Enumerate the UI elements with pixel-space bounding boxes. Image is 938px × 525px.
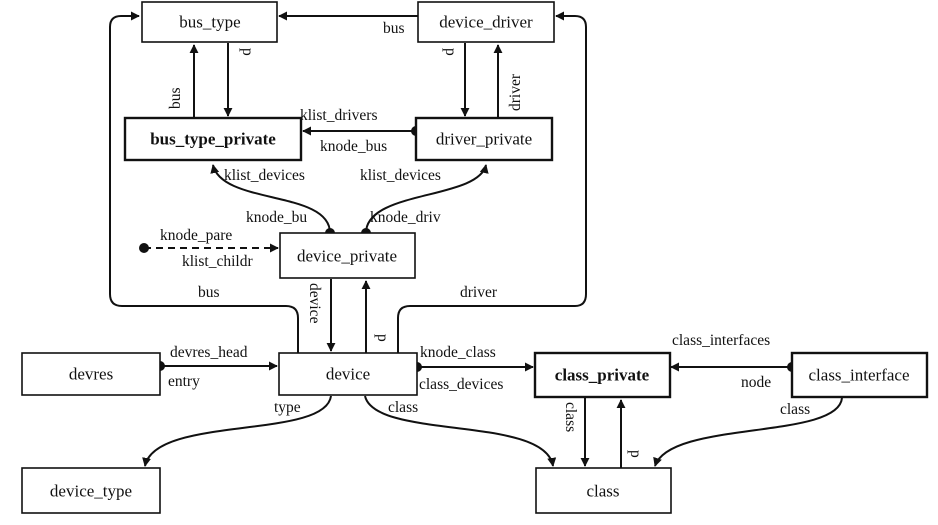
node-device-private: device_private: [279, 232, 416, 279]
node-class-interface: class_interface: [790, 351, 929, 399]
node-driver-private-label: driver_private: [436, 130, 532, 149]
label-node: node: [741, 374, 771, 391]
node-class-interface-label: class_interface: [809, 366, 910, 385]
node-device-driver: device_driver: [417, 1, 555, 43]
label-driver-lower: driver: [460, 284, 498, 301]
node-device-label: device: [326, 365, 370, 384]
label-knode-pare: knode_pare: [160, 227, 232, 244]
label-knode-driv: knode_driv: [370, 209, 441, 226]
label-class-devices: class_devices: [419, 376, 503, 393]
node-bus-type-label: bus_type: [179, 13, 240, 32]
edge-klist-devices-right: [365, 164, 489, 234]
node-bus-type-private: bus_type_private: [123, 116, 303, 162]
node-device-type-label: device_type: [50, 482, 132, 501]
knode-pare-dot: [139, 243, 149, 253]
label-driver-right: driver: [507, 73, 524, 111]
node-class-label: class: [586, 482, 619, 501]
label-bus-top: bus: [383, 20, 405, 37]
label-class-from-device: class: [388, 399, 418, 416]
node-devres-label: devres: [69, 365, 113, 384]
label-entry: entry: [168, 373, 200, 390]
label-knode-bus: knode_bus: [320, 138, 387, 155]
node-device: device: [278, 352, 418, 396]
label-class-from-interface: class: [780, 401, 810, 418]
label-device-vertical: device: [306, 283, 323, 324]
node-bus-type: bus_type: [141, 1, 278, 43]
node-class-private: class_private: [533, 351, 672, 399]
label-type: type: [274, 399, 301, 416]
node-class-private-label: class_private: [555, 366, 650, 385]
edge-klist-devices-left: [210, 164, 331, 234]
edge-interface-to-class: [653, 397, 843, 467]
label-p-bustype: p: [239, 48, 256, 56]
label-bus-left: bus: [167, 87, 184, 109]
node-device-private-label: device_private: [297, 247, 397, 266]
label-p-driver: p: [442, 48, 459, 56]
node-device-driver-label: device_driver: [439, 13, 533, 32]
label-klist-devices-right: klist_devices: [360, 167, 441, 184]
label-klist-devices-left: klist_devices: [224, 167, 305, 184]
label-p-class: p: [627, 450, 644, 458]
label-klist-childr: klist_childr: [182, 253, 253, 270]
label-klist-drivers: klist_drivers: [300, 107, 378, 124]
label-class-interfaces: class_interfaces: [672, 332, 770, 349]
edge-device-to-devicetype: [142, 395, 332, 467]
edge-device-to-bustype: [109, 11, 299, 353]
label-class-vertical: class: [562, 402, 579, 432]
node-driver-private: driver_private: [414, 116, 554, 162]
node-devres: devres: [21, 352, 161, 396]
node-class: class: [535, 467, 672, 514]
edge-device-to-class: [364, 395, 557, 467]
label-bus-lower: bus: [198, 284, 220, 301]
node-bus-type-private-label: bus_type_private: [150, 130, 276, 149]
edge-device-to-driver: [397, 11, 587, 353]
label-knode-class: knode_class: [420, 344, 496, 361]
label-knode-bu: knode_bu: [246, 209, 307, 226]
label-devres-head: devres_head: [170, 344, 248, 361]
label-p-device: p: [374, 334, 391, 342]
node-device-type: device_type: [21, 467, 161, 514]
